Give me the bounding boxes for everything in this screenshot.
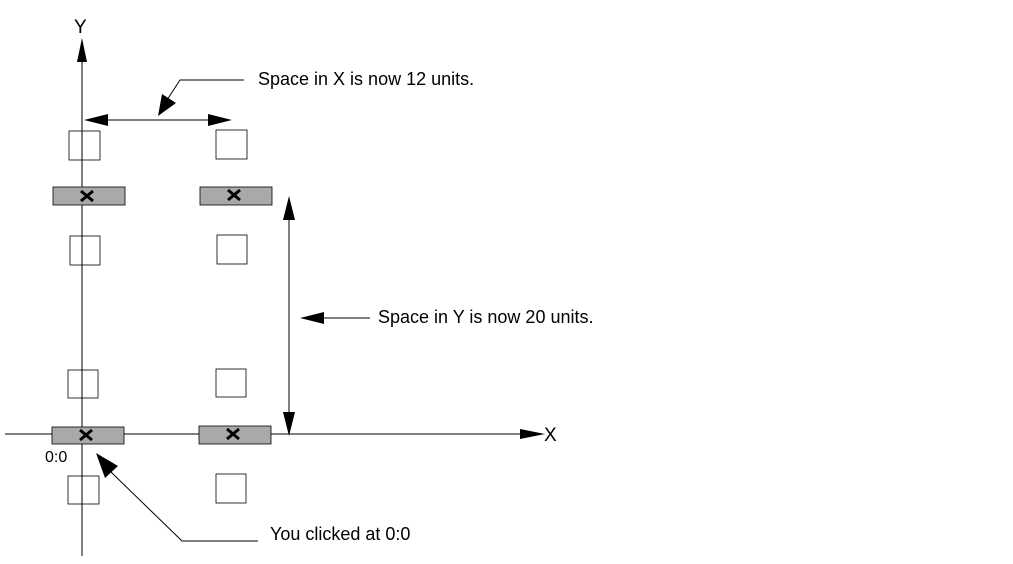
x-spacing-dimension	[84, 114, 232, 126]
x-axis-label: X	[544, 425, 557, 446]
y-spacing-annotation: Space in Y is now 20 units.	[378, 307, 593, 327]
y-spacing-leader	[300, 312, 370, 324]
pad-with-x-mark	[198, 425, 272, 445]
square-mark	[67, 475, 100, 505]
clicked-point-leader	[96, 453, 258, 542]
clicked-point-annotation: You clicked at 0:0	[270, 524, 410, 544]
origin-label: 0:0	[45, 449, 67, 466]
y-axis-label: Y	[74, 17, 87, 38]
square-mark	[68, 130, 101, 161]
square-mark	[67, 369, 99, 399]
square-marks	[67, 129, 248, 505]
square-mark	[69, 235, 101, 266]
y-axis-arrowhead	[77, 38, 87, 62]
y-spacing-dimension	[283, 196, 295, 436]
x-spacing-leader	[158, 79, 244, 116]
x-axis-arrowhead	[520, 429, 545, 439]
pad-with-x-mark	[52, 186, 126, 206]
pads	[51, 186, 273, 445]
pad-with-x-mark	[51, 426, 125, 445]
square-mark	[216, 234, 248, 265]
x-spacing-annotation: Space in X is now 12 units.	[258, 69, 474, 89]
axes	[5, 38, 545, 556]
square-mark	[215, 368, 247, 398]
square-mark	[215, 129, 248, 160]
square-mark	[215, 473, 247, 504]
pad-with-x-mark	[199, 186, 273, 206]
